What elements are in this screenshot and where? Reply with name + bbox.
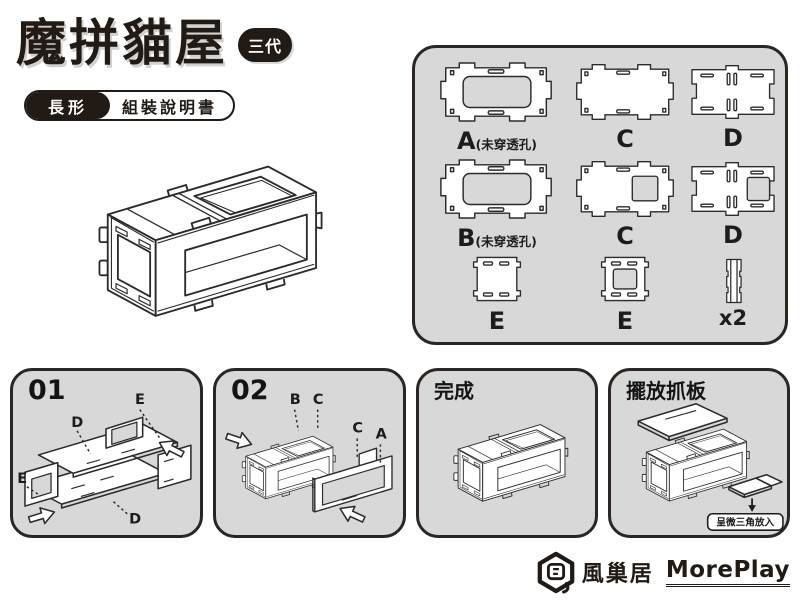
part-cell-e2: E bbox=[567, 250, 683, 334]
assembled-house-drawing bbox=[98, 165, 323, 317]
part-label-c2: C bbox=[616, 222, 634, 250]
scratch-board-diagram: 呈微三角放入 bbox=[637, 403, 784, 531]
page-title: 魔拼貓屋 bbox=[16, 14, 228, 72]
part-cell-d2: D bbox=[683, 153, 783, 250]
step-panel-complete: 完成 bbox=[416, 368, 598, 538]
part-x2-drawing bbox=[726, 258, 742, 303]
moreplay-brand-text: MorePlay bbox=[665, 557, 790, 587]
manual-tag: 組裝說明書 bbox=[122, 97, 218, 117]
part-label-d1: D bbox=[723, 124, 743, 152]
part-d-hole-drawing bbox=[683, 156, 783, 222]
step1-label-e-top: E bbox=[135, 392, 145, 408]
step2-label-a: A bbox=[376, 427, 388, 443]
step2-diagram: B C C A bbox=[223, 392, 393, 528]
part-e-hole-drawing bbox=[598, 250, 652, 308]
arrow-icon bbox=[335, 500, 368, 528]
footer-brands: 風巢居 MorePlay bbox=[536, 550, 790, 594]
fengchaoju-brand-text: 風巢居 bbox=[581, 562, 654, 587]
leader-line bbox=[111, 499, 128, 515]
part-label-d2: D bbox=[723, 221, 743, 249]
part-d-drawing bbox=[691, 65, 775, 119]
subtitle-pill: 長形 組裝說明書 bbox=[24, 90, 236, 121]
step1-label-d-top: D bbox=[71, 415, 83, 431]
step4-note: 呈微三角放入 bbox=[716, 516, 774, 528]
part-a-drawing bbox=[440, 62, 552, 122]
leader-line bbox=[76, 430, 92, 455]
part-cell-e1: E bbox=[427, 250, 567, 334]
step2-number: 02 bbox=[231, 375, 269, 406]
part-e-drawing bbox=[472, 257, 522, 302]
leader-line bbox=[139, 409, 161, 439]
part-label-c1: C bbox=[616, 125, 634, 153]
step-panel-02: B C C A 02 bbox=[213, 368, 406, 538]
step1-number: 01 bbox=[28, 375, 66, 406]
step4-title: 擺放抓板 bbox=[626, 379, 706, 403]
step1-diagram: E D E D bbox=[17, 392, 192, 529]
part-b-drawing bbox=[440, 159, 552, 219]
step2-label-c-top: C bbox=[313, 392, 324, 408]
parts-panel: A(未穿透孔) C D B(未穿透孔) C D bbox=[412, 45, 788, 345]
arrow-icon bbox=[223, 427, 255, 453]
step2-label-b: B bbox=[290, 392, 301, 408]
part-label-b: B(未穿透孔) bbox=[457, 224, 537, 252]
header: 魔拼貓屋 三代 長形 組裝說明書 bbox=[16, 14, 293, 121]
part-label-x2: x2 bbox=[718, 305, 748, 330]
generation-badge: 三代 bbox=[238, 28, 293, 62]
step-panel-scratch-board: 呈微三角放入 擺放抓板 bbox=[608, 368, 790, 538]
part-label-e1: E bbox=[488, 307, 506, 336]
step-panel-01: E D E D 01 bbox=[10, 368, 203, 538]
arrow-icon bbox=[26, 503, 58, 529]
down-arrow-head bbox=[748, 505, 756, 512]
fengchaoju-logo-icon bbox=[537, 551, 575, 594]
part-cell-c2: C bbox=[567, 153, 683, 250]
part-c-hole-drawing bbox=[574, 155, 676, 223]
part-cell-b: B(未穿透孔) bbox=[427, 153, 567, 250]
part-cell-d1: D bbox=[683, 56, 783, 153]
part-label-e2: E bbox=[616, 307, 634, 336]
leader-line bbox=[26, 486, 39, 496]
step2-label-c-right: C bbox=[352, 421, 363, 437]
part-c-drawing bbox=[576, 63, 674, 121]
step1-label-d-bottom: D bbox=[129, 511, 141, 527]
part-cell-x2: x2 bbox=[683, 250, 783, 334]
part-cell-c1: C bbox=[567, 56, 683, 153]
part-cell-a: A(未穿透孔) bbox=[427, 56, 567, 153]
steps-row: E D E D 01 bbox=[10, 368, 790, 538]
fengchaoju-brand: 風巢居 bbox=[536, 550, 654, 594]
shape-tag: 長形 bbox=[26, 92, 111, 119]
step3-title: 完成 bbox=[434, 379, 474, 403]
note-box bbox=[706, 513, 784, 531]
step1-label-e-left: E bbox=[17, 471, 27, 487]
part-label-a: A(未穿透孔) bbox=[456, 127, 537, 155]
leader-line bbox=[293, 409, 300, 431]
